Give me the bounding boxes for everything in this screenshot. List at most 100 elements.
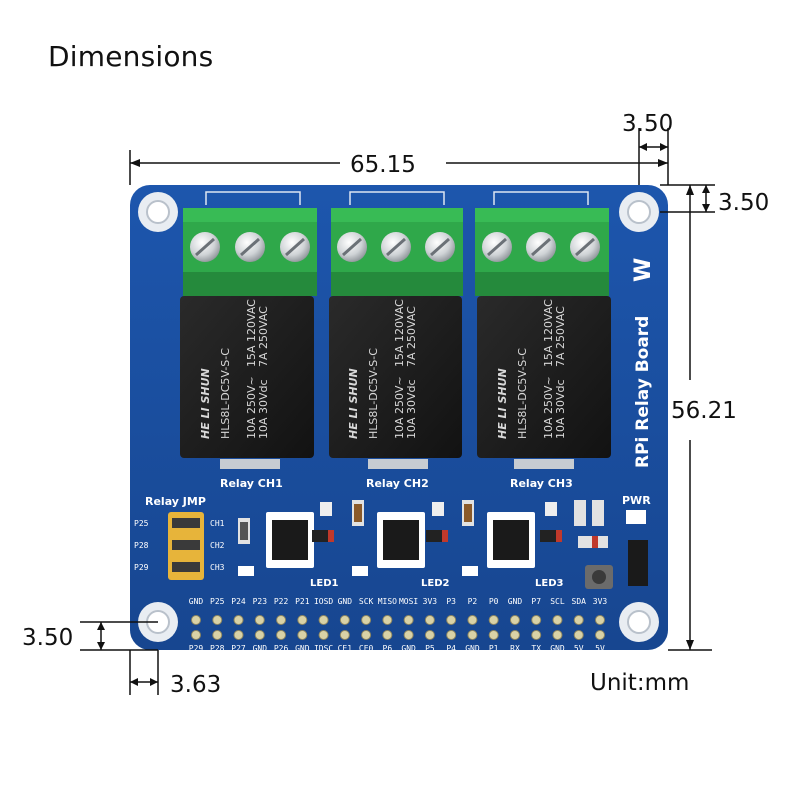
header-pin: [446, 630, 457, 640]
header-pin-label-bottom: GND: [253, 644, 268, 653]
channel-label-ch2: Relay CH2: [366, 477, 429, 490]
header-pin-label-bottom: P28: [210, 644, 225, 653]
header-pin-label-bottom: RX: [510, 644, 520, 653]
header-pin: [467, 630, 478, 640]
header-pin: [403, 615, 414, 625]
header-pin-label-top: P2: [468, 597, 478, 606]
led-label-1: LED1: [310, 578, 339, 589]
relay-rating: 7A 250VAC: [554, 306, 567, 367]
header-pin: [212, 630, 223, 640]
header-pin-label-top: P0: [489, 597, 499, 606]
header-pin: [531, 615, 542, 625]
terminal-block-ch2: [331, 208, 463, 296]
dim-hole-offset-y-top: 3.50: [718, 190, 769, 216]
header-pin: [339, 615, 350, 625]
header-pin: [382, 615, 393, 625]
header-pin: [573, 630, 584, 640]
page-title: Dimensions: [48, 40, 214, 73]
header-pin: [509, 615, 520, 625]
relay-brand: HE LI SHUN: [347, 368, 360, 439]
header-pin-label-top: MISO: [378, 597, 397, 606]
header-pin-label-bottom: GND: [550, 644, 565, 653]
jumper-block: [168, 512, 204, 580]
jumper-pin-p29: P29: [134, 563, 149, 572]
header-pin: [424, 615, 435, 625]
header-pin-label-bottom: GND: [295, 644, 310, 653]
header-pin: [552, 615, 563, 625]
mounting-holes: [138, 192, 659, 642]
jumper-ch2: CH2: [210, 541, 225, 550]
header-pin-label-top: P22: [274, 597, 289, 606]
gpio-header-pins: [191, 615, 605, 640]
header-pin-label-top: P23: [253, 597, 268, 606]
header-pin-label-bottom: P5: [425, 644, 435, 653]
header-pin-label-top: 3V3: [423, 597, 438, 606]
header-pin: [446, 615, 457, 625]
header-pin-label-top: P7: [531, 597, 541, 606]
header-pin-label-bottom: P27: [231, 644, 246, 653]
relay-brand: HE LI SHUN: [496, 368, 509, 439]
board-name: RPi Relay Board: [633, 316, 653, 468]
header-pin-label-top: MOSI: [399, 597, 418, 606]
relay-ch3: HE LI SHUN HLS8L-DC5V-S-C 10A 250V~ 10A …: [477, 296, 611, 458]
relay-rating: 15A 120VAC: [393, 299, 406, 367]
unit-label: Unit:mm: [590, 670, 690, 696]
header-pin-label-bottom: 5V: [595, 644, 605, 653]
header-pin-label-bottom: P29: [189, 644, 204, 653]
header-pin-label-bottom: TX: [531, 644, 541, 653]
jumper-pin-p28: P28: [134, 541, 149, 550]
header-pin: [233, 615, 244, 625]
relay-rating: 10A 30Vdc: [257, 379, 270, 439]
header-pin-label-top: GND: [338, 597, 353, 606]
header-pin: [488, 615, 499, 625]
led-label-2: LED2: [421, 578, 450, 589]
dim-height: 56.21: [671, 398, 737, 424]
header-pin: [318, 630, 329, 640]
header-pin: [595, 615, 605, 625]
header-pin: [467, 615, 478, 625]
relay-rating: 10A 30Vdc: [554, 379, 567, 439]
header-pin: [276, 630, 287, 640]
header-pin: [297, 630, 308, 640]
header-pin-label-bottom: CE1: [338, 644, 353, 653]
header-pin-label-bottom: P26: [274, 644, 289, 653]
relay-ch2: HE LI SHUN HLS8L-DC5V-S-C 10A 250V~ 10A …: [329, 296, 462, 458]
header-pin: [424, 630, 435, 640]
header-pin: [191, 630, 201, 640]
header-pin-label-top: IOSD: [314, 597, 333, 606]
header-pin: [573, 615, 584, 625]
dim-width: 65.15: [350, 152, 416, 178]
header-pin: [254, 615, 265, 625]
header-pin: [361, 615, 372, 625]
relay-ch1: HE LI SHUN HLS8L-DC5V-S-C 10A 250V~ 10A …: [180, 296, 314, 458]
header-pin: [531, 630, 542, 640]
header-pin: [382, 630, 393, 640]
header-pin: [297, 615, 308, 625]
channel-label-ch1: Relay CH1: [220, 477, 283, 490]
header-pin-label-bottom: P4: [446, 644, 456, 653]
header-pin: [254, 630, 265, 640]
header-pin-label-top: GND: [189, 597, 204, 606]
header-pin-label-bottom: CE0: [359, 644, 374, 653]
jumper-pin-p25: P25: [134, 519, 149, 528]
relay-rating: 10A 250V~: [245, 376, 258, 439]
header-pin: [318, 615, 329, 625]
dim-hole-offset-x-top: 3.50: [622, 111, 673, 137]
relay-model: HLS8L-DC5V-S-C: [367, 348, 380, 439]
dim-hole-offset-x-bottom: 3.63: [170, 672, 221, 698]
header-pin: [276, 615, 287, 625]
relay-model: HLS8L-DC5V-S-C: [219, 348, 232, 439]
header-pin-label-top: SDA: [572, 597, 587, 606]
header-pin-label-bottom: P1: [489, 644, 499, 653]
jumper-ch3: CH3: [210, 563, 225, 572]
relay-rating: 7A 250VAC: [257, 306, 270, 367]
dimension-lines: [80, 128, 715, 695]
relay-rating: 10A 250V~: [393, 376, 406, 439]
relay-model: HLS8L-DC5V-S-C: [516, 348, 529, 439]
header-pin-label-top: P21: [295, 597, 310, 606]
header-pin: [488, 630, 499, 640]
dim-hole-offset-y-bottom: 3.50: [22, 625, 73, 651]
jumper-title: Relay JMP: [145, 495, 206, 508]
